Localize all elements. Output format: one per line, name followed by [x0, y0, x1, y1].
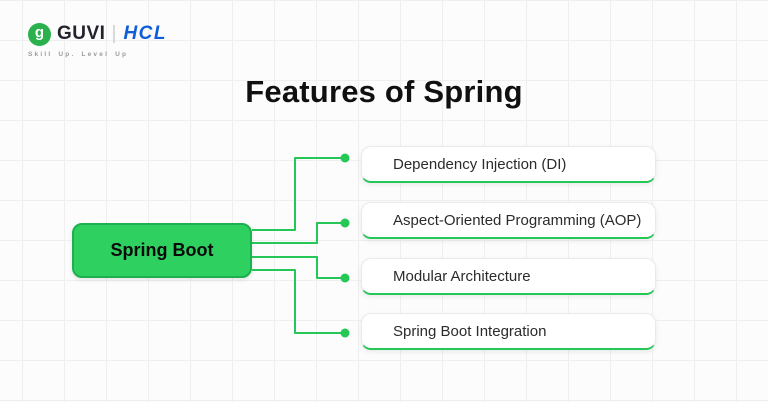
- guvi-wordmark: GUVI: [57, 23, 106, 44]
- feature-box-spring-boot-integration: Spring Boot Integration: [361, 313, 656, 350]
- connector-dot-1: [340, 153, 350, 163]
- feature-label: Modular Architecture: [393, 267, 531, 285]
- logo-divider: [113, 25, 116, 43]
- connector-line-4: [252, 269, 341, 334]
- connector-dot-3: [340, 273, 350, 283]
- connector-line-2: [252, 222, 341, 244]
- guvi-g-glyph: g: [34, 23, 45, 41]
- guvi-hcl-logo: g GUVI HCL Skill Up. Level Up: [28, 22, 167, 58]
- page-title: Features of Spring: [245, 74, 523, 109]
- guvi-logo-icon: g: [28, 22, 51, 46]
- logo-row: g GUVI HCL: [28, 22, 167, 46]
- feature-box-modular-architecture: Modular Architecture: [361, 258, 656, 295]
- feature-box-aspect-oriented-programming: Aspect-Oriented Programming (AOP): [361, 202, 656, 239]
- connector-dot-4: [340, 328, 350, 338]
- hcl-wordmark: HCL: [123, 23, 168, 44]
- root-node-label: Spring Boot: [110, 240, 214, 260]
- feature-label: Spring Boot Integration: [393, 322, 547, 340]
- feature-label: Dependency Injection (DI): [393, 155, 567, 173]
- logo-tagline: Skill Up. Level Up: [28, 51, 129, 58]
- connector-dot-2: [340, 218, 350, 228]
- feature-label: Aspect-Oriented Programming (AOP): [393, 211, 642, 229]
- root-node-spring-boot: Spring Boot: [72, 223, 252, 278]
- feature-box-dependency-injection: Dependency Injection (DI): [361, 146, 656, 183]
- connector-line-3: [252, 256, 341, 279]
- connector-line-1: [252, 157, 341, 231]
